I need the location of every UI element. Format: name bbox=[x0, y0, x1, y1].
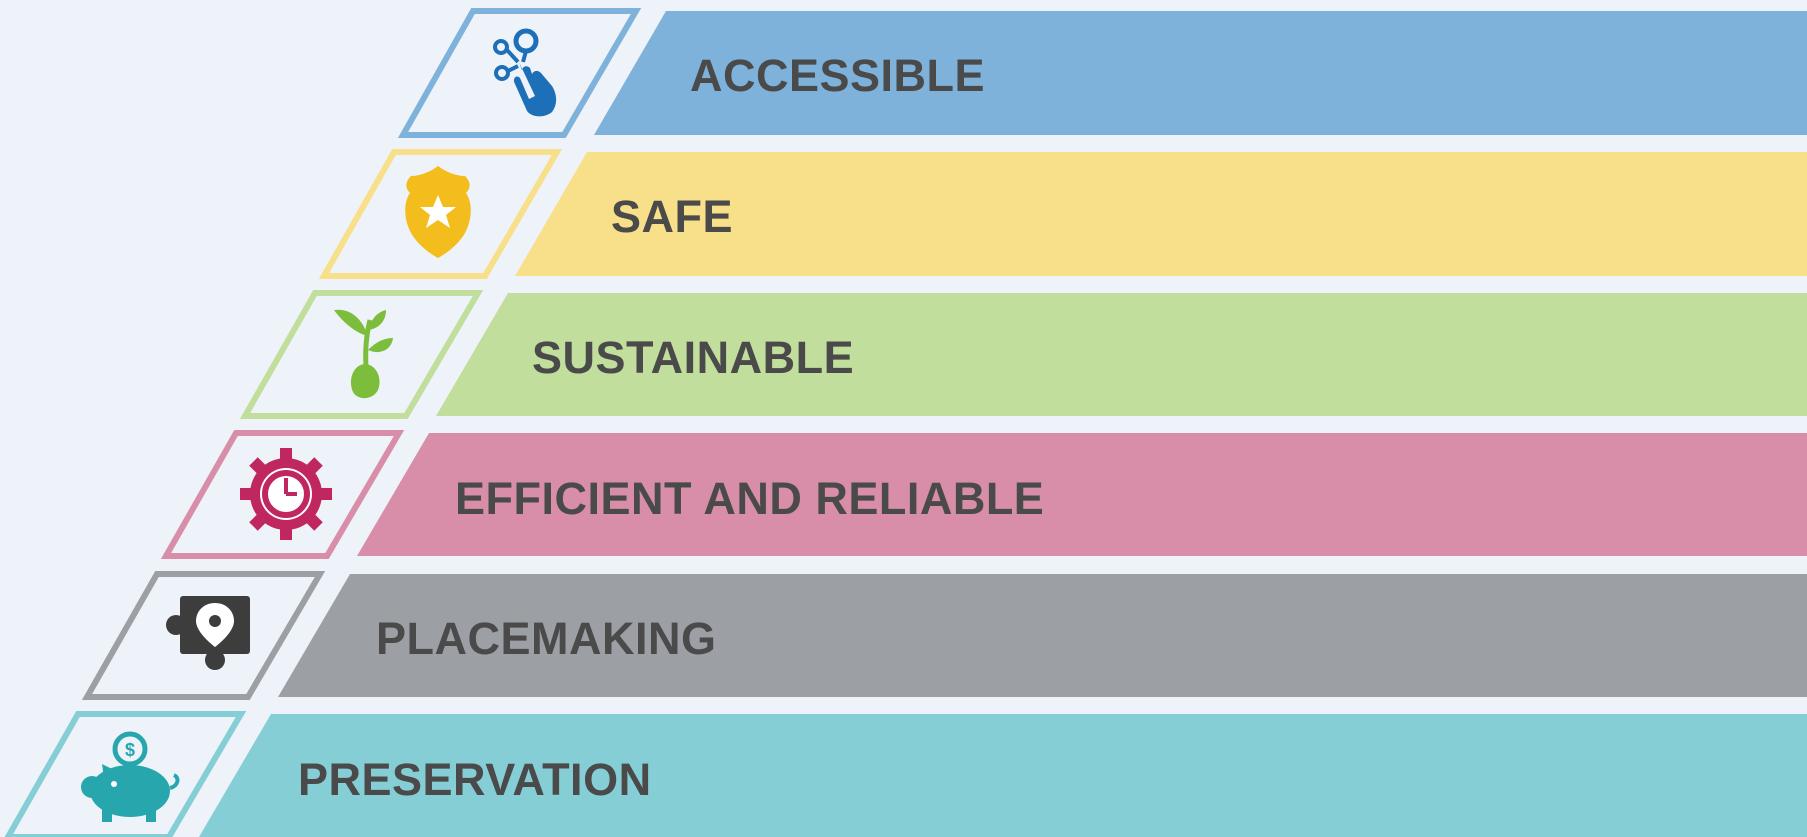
gear-clock-icon bbox=[240, 448, 332, 540]
sustainable-band bbox=[436, 293, 1807, 416]
sustainable-icon-frame bbox=[239, 290, 484, 419]
sustainable-label: SUSTAINABLE bbox=[532, 332, 855, 383]
safe-band bbox=[515, 152, 1807, 276]
accessible-label: ACCESSIBLE bbox=[690, 50, 986, 101]
efficient-and-reliable-icon-frame bbox=[160, 430, 405, 559]
touch-hand-icon bbox=[493, 28, 557, 117]
sprout-icon bbox=[334, 309, 393, 399]
piggy-bank-icon: $ bbox=[81, 731, 180, 822]
safe-label: SAFE bbox=[611, 191, 734, 242]
preservation-icon-frame bbox=[4, 711, 247, 837]
preservation-label: PRESERVATION bbox=[298, 754, 652, 805]
placemaking-band bbox=[278, 574, 1807, 697]
placemaking-label: PLACEMAKING bbox=[376, 613, 717, 664]
accessible-icon-frame bbox=[397, 8, 642, 138]
puzzle-pin-icon bbox=[166, 596, 250, 670]
accessible-band bbox=[594, 11, 1807, 135]
efficient-and-reliable-band bbox=[357, 433, 1807, 556]
svg-text:$: $ bbox=[125, 740, 135, 760]
efficient-and-reliable-label: EFFICIENT AND RELIABLE bbox=[455, 473, 1045, 524]
preservation-band bbox=[199, 714, 1807, 837]
safe-icon-frame bbox=[318, 149, 563, 279]
placemaking-icon-frame bbox=[81, 571, 326, 700]
shield-star-icon bbox=[405, 166, 471, 258]
